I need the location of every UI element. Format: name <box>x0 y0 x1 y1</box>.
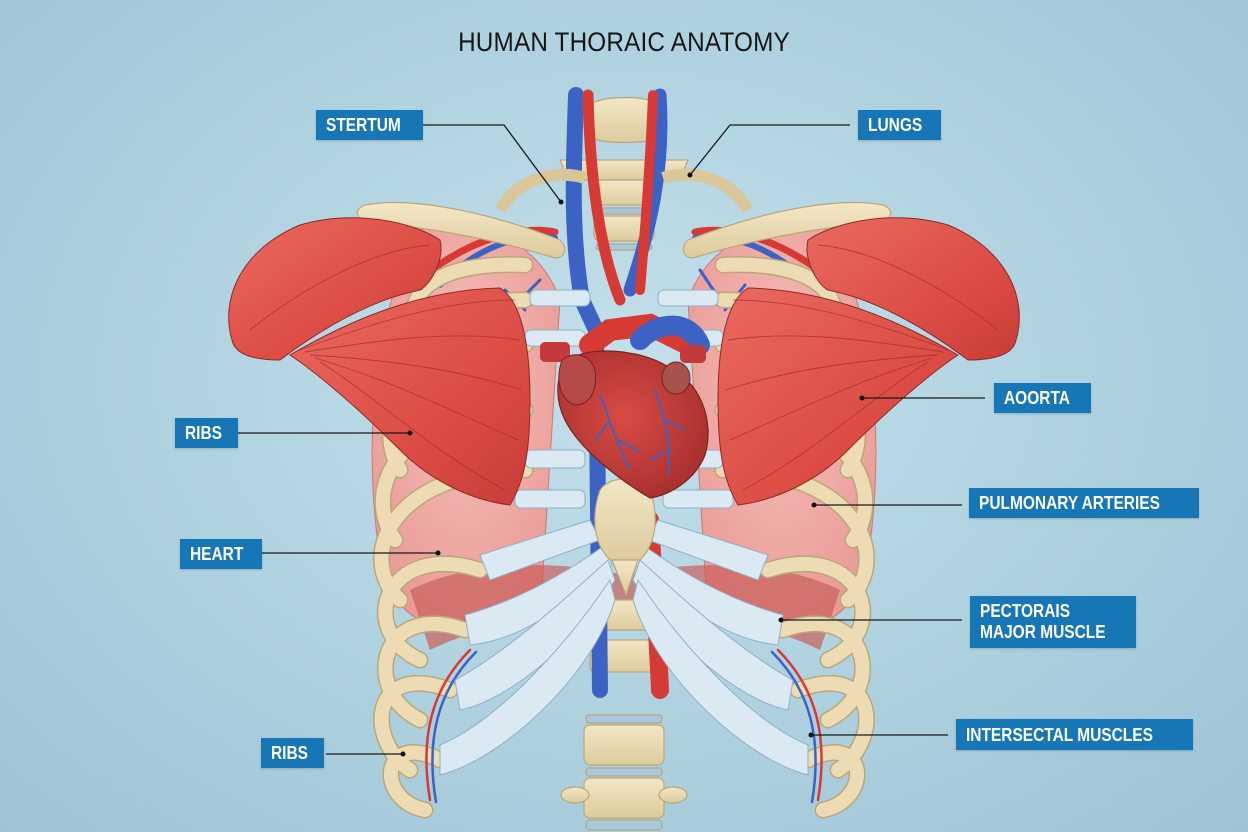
heart-shape <box>540 313 710 499</box>
label-lungs: LUNGS <box>858 110 941 140</box>
leader-lines <box>236 124 985 755</box>
label-pulmonary-arteries: PULMONARY ARTERIES <box>969 488 1200 518</box>
label-heart: HEART <box>180 539 262 569</box>
leader-dots <box>400 172 865 757</box>
label-ribs-upper: RIBS <box>175 418 239 448</box>
label-pectorais-major-muscle: PECTORAIS MAJOR MUSCLE <box>970 596 1137 648</box>
label-stertum: STERTUM <box>316 110 423 140</box>
label-aoorta: AOORTA <box>994 383 1091 413</box>
label-ribs-lower: RIBS <box>261 738 325 768</box>
diagram-title: HUMAN THORAIC ANATOMY <box>458 27 790 57</box>
chest-muscles <box>228 217 1020 506</box>
label-intersectal-muscles: INTERSECTAL MUSCLES <box>956 719 1194 750</box>
clavicles <box>356 168 892 259</box>
